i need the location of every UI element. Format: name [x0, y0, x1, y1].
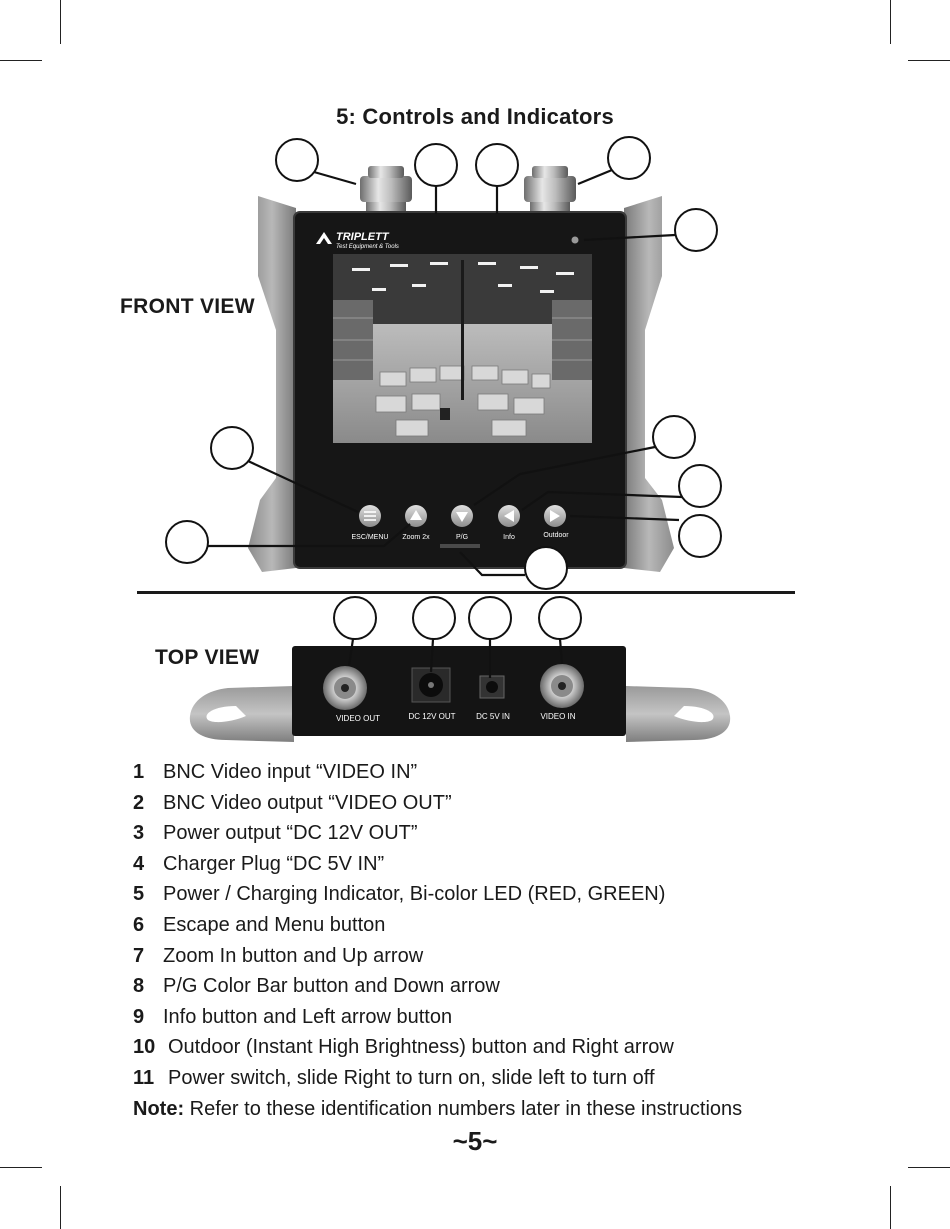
outdoor-label: Outdoor	[543, 532, 569, 539]
callout-leader	[208, 523, 411, 548]
callout-circle	[674, 208, 718, 252]
page-title: 5: Controls and Indicators	[336, 104, 614, 129]
item-text: BNC Video input “VIDEO IN”	[163, 761, 418, 783]
item-text: Power switch, slide Right to turn on, sl…	[168, 1066, 655, 1089]
callout-leader	[583, 233, 676, 242]
crop-mark	[60, 0, 61, 44]
list-item: 3 Power output “DC 12V OUT”	[133, 818, 853, 849]
right-bumper	[624, 196, 674, 572]
callout-circle	[468, 596, 512, 640]
list-item: 5 Power / Charging Indicator, Bi-color LE…	[133, 879, 853, 910]
item-number: 5	[133, 883, 145, 906]
front-buttons	[359, 505, 566, 527]
front-view-label: FRONT VIEW	[120, 295, 255, 318]
top-view-device: VIDEO OUT DC 12V OUT DC 5V IN VIDEO IN	[189, 596, 731, 742]
list-item: 7 Zoom In button and Up arrow	[133, 941, 853, 972]
crop-mark	[60, 1186, 61, 1229]
item-text: Zoom In button and Up arrow	[163, 944, 424, 967]
crop-mark	[0, 1167, 42, 1168]
section-divider	[137, 591, 795, 594]
crop-mark	[890, 0, 891, 44]
callout-leader	[247, 460, 359, 513]
callout-leader	[459, 551, 525, 577]
callout-circle	[475, 143, 519, 187]
callout-circle	[414, 143, 458, 187]
callout-leader	[473, 445, 656, 506]
item-number: 7	[133, 944, 145, 967]
page-number: ~5~	[452, 1126, 498, 1156]
callout-circle	[412, 596, 456, 640]
brand-name: TRIPLETT	[336, 231, 390, 243]
callout-leader	[429, 638, 435, 673]
item-text: Escape and Menu button	[163, 913, 386, 936]
zoom-label: Zoom 2x	[402, 534, 430, 541]
note-label: Note:	[133, 1097, 185, 1120]
esc-menu-label: ESC/MENU	[352, 534, 389, 541]
callout-circle	[538, 596, 582, 640]
callout-circle	[333, 596, 377, 640]
crop-mark	[908, 60, 950, 61]
status-led	[571, 236, 579, 244]
item-text: Outdoor (Instant High Brightness) button…	[168, 1036, 674, 1059]
item-number: 4	[133, 852, 145, 875]
list-item: 2 BNC Video output “VIDEO OUT”	[133, 788, 853, 819]
callout-circle	[652, 415, 696, 459]
item-number: 6	[133, 913, 145, 936]
crop-mark	[908, 1167, 950, 1168]
callout-circle	[165, 520, 209, 564]
item-number: 8	[133, 975, 145, 998]
top-view-label: TOP VIEW	[155, 646, 260, 669]
pg-label: P/G	[456, 534, 468, 541]
item-text: Power / Charging Indicator, Bi-color LED…	[163, 883, 666, 906]
list-item: 8 P/G Color Bar button and Down arrow	[133, 971, 853, 1002]
item-text: Charger Plug “DC 5V IN”	[163, 852, 385, 875]
power-switch	[440, 544, 480, 548]
item-number: 1	[133, 761, 145, 783]
note-text: Refer to these identification numbers la…	[189, 1097, 743, 1120]
brand-logo: TRIPLETT Test Equipment & Tools	[316, 231, 399, 250]
note: Note: Refer to these identification numb…	[133, 1094, 853, 1125]
front-view-device: TRIPLETT Test Equipment & Tools	[165, 136, 722, 590]
dc-5v-in-label: DC 5V IN	[476, 712, 510, 721]
callout-circle	[678, 514, 722, 558]
left-bumper	[248, 196, 296, 572]
callout-leader	[577, 168, 613, 186]
screen-image	[333, 254, 592, 443]
controls-list: 1 BNC Video input “VIDEO IN” 2 BNC Video o…	[133, 757, 853, 1124]
top-body	[292, 646, 626, 736]
video-in-label: VIDEO IN	[540, 712, 575, 721]
callout-circle	[678, 464, 722, 508]
callout-leader	[521, 490, 683, 511]
item-text: Power output “DC 12V OUT”	[163, 822, 418, 845]
callout-leader	[558, 638, 564, 665]
item-number: 9	[133, 1005, 145, 1028]
item-number: 10	[133, 1036, 156, 1059]
item-text: BNC Video output “VIDEO OUT”	[163, 791, 452, 814]
video-out-label: VIDEO OUT	[336, 714, 380, 723]
item-number: 11	[133, 1066, 155, 1089]
callout-circle	[524, 546, 568, 590]
callout-leader	[347, 638, 355, 667]
list-item: 6 Escape and Menu button	[133, 910, 853, 941]
callout-leader	[569, 514, 680, 522]
list-item: 10 Outdoor (Instant High Brightness) butt…	[133, 1032, 853, 1063]
info-label: Info	[503, 534, 515, 541]
item-text: P/G Color Bar button and Down arrow	[163, 975, 500, 998]
callout-leader	[313, 170, 357, 186]
dc-12v-out-label: DC 12V OUT	[408, 712, 455, 721]
list-item: 4 Charger Plug “DC 5V IN”	[133, 849, 853, 880]
callout-circle	[210, 426, 254, 470]
crop-mark	[0, 60, 42, 61]
callout-circle	[275, 138, 319, 182]
list-item: 11 Power switch, slide Right to turn on, …	[133, 1063, 853, 1094]
list-item: 1 BNC Video input “VIDEO IN”	[133, 757, 853, 788]
item-number: 2	[133, 791, 145, 814]
item-text: Info button and Left arrow button	[163, 1005, 453, 1028]
item-number: 3	[133, 822, 145, 845]
list-item: 9 Info button and Left arrow button	[133, 1002, 853, 1033]
brand-tagline: Test Equipment & Tools	[336, 244, 399, 250]
crop-mark	[890, 1186, 891, 1229]
callout-circle	[607, 136, 651, 180]
